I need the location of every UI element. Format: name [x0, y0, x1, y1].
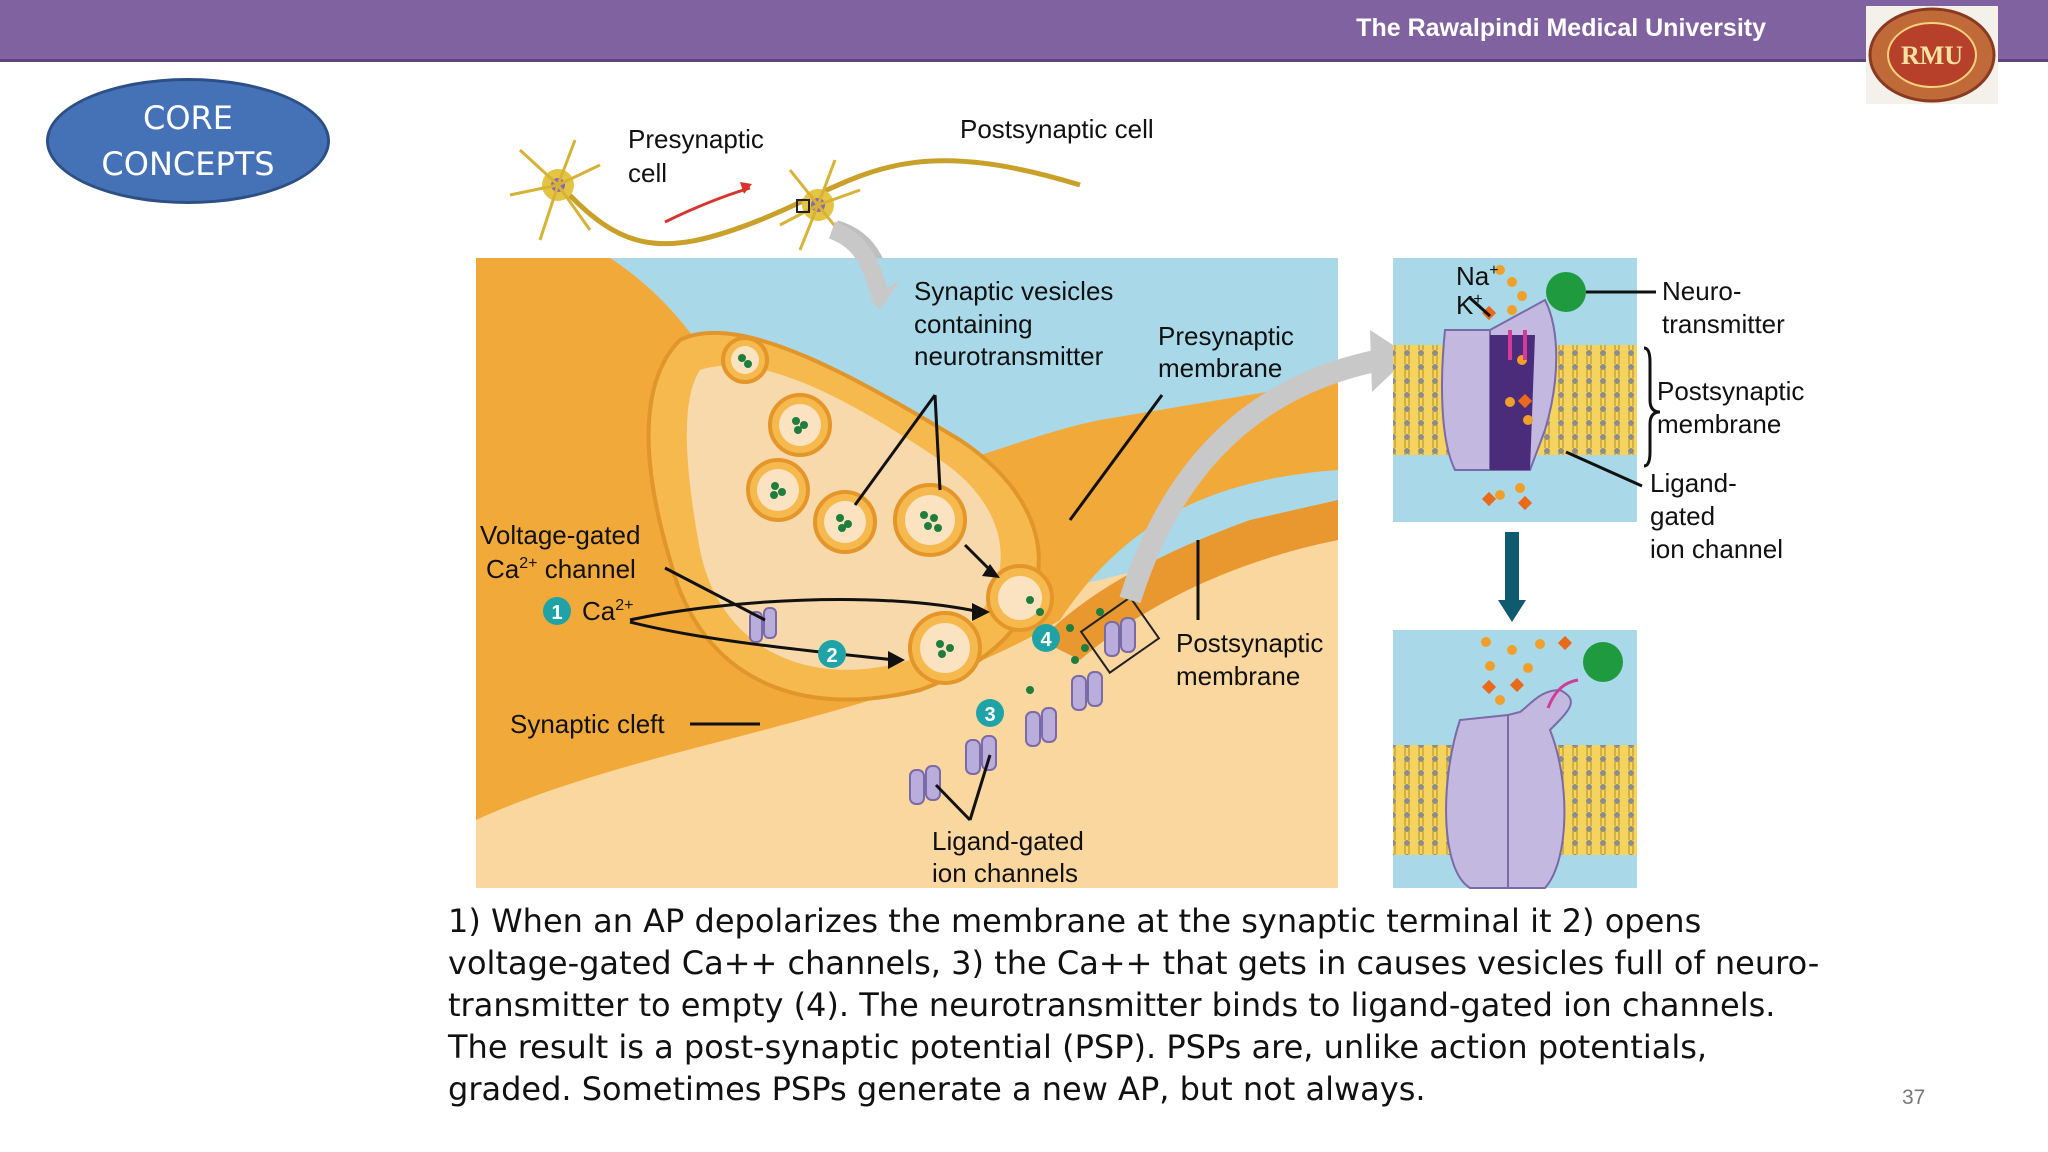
label-neurotransmitter-1: Neuro- [1662, 276, 1741, 306]
caption-line-1: 1) When an AP depolarizes the membrane a… [448, 902, 1702, 940]
panel-5-channel-open [1393, 258, 1637, 522]
label-ligand-gated-right-2: gated [1650, 501, 1715, 531]
university-title: The Rawalpindi Medical University [1356, 14, 1766, 42]
label-synaptic-vesicles-2: containing [914, 309, 1033, 339]
label-voltage-gated-2: Ca2+ channel [486, 554, 636, 584]
step-2-marker [818, 640, 846, 668]
step-3-marker [976, 699, 1004, 727]
label-postsynaptic-membrane-main-2: membrane [1176, 661, 1300, 691]
step-1-marker [543, 597, 571, 625]
university-logo: RMU [1866, 6, 1998, 104]
label-postsynaptic-membrane-right-2: membrane [1657, 409, 1781, 439]
label-k-ion: K+ [1456, 290, 1483, 320]
label-voltage-gated-1: Voltage-gated [480, 520, 640, 550]
caption-line-2: voltage-gated Ca++ channels, 3) the Ca++… [448, 944, 1820, 982]
label-synaptic-vesicles-1: Synaptic vesicles [914, 276, 1113, 306]
step-4-marker [1032, 624, 1060, 652]
step-3-label: 3 [984, 704, 995, 726]
label-neurotransmitter-2: transmitter [1662, 309, 1785, 339]
diagram-labels: Presynaptic cell Postsynaptic cell Synap… [480, 114, 1804, 888]
released-neurotransmitter [1583, 642, 1623, 682]
caption-line-5: graded. Sometimes PSPs generate a new AP… [448, 1070, 1426, 1108]
badge-line-2: CONCEPTS [101, 145, 275, 183]
arrow-heads [888, 564, 1000, 669]
label-presynaptic-membrane-1: Presynaptic [1158, 321, 1294, 351]
label-ligand-gated-right-1: Ligand- [1650, 468, 1737, 498]
step-1-label: 1 [551, 602, 562, 624]
logo-text: RMU [1901, 41, 1963, 70]
label-synaptic-vesicles-3: neurotransmitter [914, 341, 1104, 371]
label-presynaptic-cell-2: cell [628, 158, 667, 188]
caption-line-4: The result is a post-synaptic potential … [448, 1028, 1708, 1066]
label-ligand-gated-channels-1: Ligand-gated [932, 826, 1084, 856]
synaptic-vesicles [721, 336, 1104, 694]
core-concepts-badge: CORE CONCEPTS [46, 78, 330, 204]
step-2-label: 2 [826, 645, 837, 667]
label-postsynaptic-cell: Postsynaptic cell [960, 114, 1154, 144]
label-presynaptic-cell-1: Presynaptic [628, 124, 764, 154]
label-ligand-gated-channels-2: ion channels [932, 858, 1078, 888]
caption-line-3: transmitter to empty (4). The neurotrans… [448, 986, 1776, 1024]
neurotransmitter-molecule [1546, 272, 1586, 312]
label-synaptic-cleft: Synaptic cleft [510, 709, 665, 739]
page-number: 37 [1902, 1086, 1926, 1109]
right-leader-lines [1468, 290, 1661, 488]
label-ligand-gated-right-3: ion channel [1650, 534, 1783, 564]
explanation-caption: 1) When an AP depolarizes the membrane a… [448, 900, 1828, 1110]
label-na-ion: Na+ [1456, 261, 1499, 291]
header-bar: The Rawalpindi Medical University [0, 0, 2048, 62]
leader-lines [629, 394, 1200, 822]
label-presynaptic-membrane-2: membrane [1158, 353, 1282, 383]
step-4-label: 4 [1040, 629, 1052, 651]
label-ca-ion: Ca2+ [582, 596, 634, 626]
label-postsynaptic-membrane-main-1: Postsynaptic [1176, 628, 1323, 658]
label-postsynaptic-membrane-right-1: Postsynaptic [1657, 376, 1804, 406]
ligand-gated-channel-shapes [749, 607, 1136, 805]
panel-6-channel-closed [1393, 630, 1637, 889]
badge-line-1: CORE [143, 99, 233, 137]
